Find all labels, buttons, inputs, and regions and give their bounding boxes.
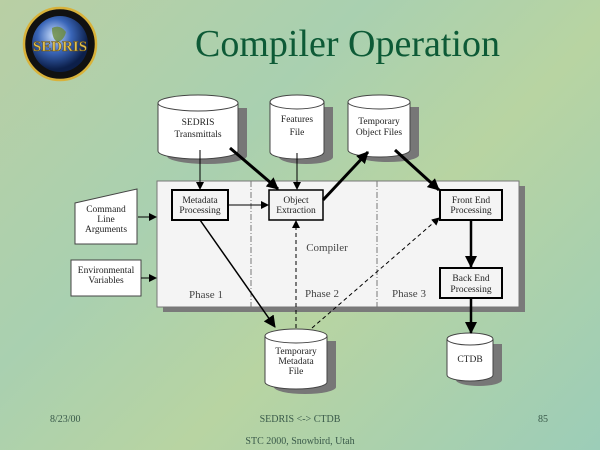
arrow-temp-metadata-to-front-end [311,217,440,329]
arrows [138,146,477,334]
svg-text:Variables: Variables [88,276,124,286]
svg-text:Front End: Front End [452,196,491,206]
svg-text:Line: Line [97,215,114,225]
store-temporary-metadata-file: Temporary Metadata File [264,328,336,394]
svg-text:Processing: Processing [450,206,491,216]
footer-center: SEDRIS <-> CTDB [259,414,341,425]
svg-text:Command: Command [86,205,126,215]
phase-1-label: Phase 1 [189,289,223,301]
logo-text: SEDRIS [33,39,87,55]
process-front-end-processing: Front End Processing [439,189,503,221]
svg-text:File: File [290,128,305,138]
svg-text:Processing: Processing [450,285,491,295]
input-environmental-variables: Environmental Variables [70,259,142,297]
process-metadata-processing: Metadata Processing [171,189,229,221]
sedris-logo: SEDRIS [22,6,98,82]
svg-text:CTDB: CTDB [457,355,482,365]
svg-text:Temporary: Temporary [358,117,400,127]
svg-text:Transmittals: Transmittals [174,130,221,140]
svg-text:SEDRIS: SEDRIS [182,118,215,128]
store-ctdb: CTDB [446,332,502,386]
svg-text:File: File [289,367,304,377]
svg-text:Temporary: Temporary [275,347,317,357]
process-object-extraction: Object Extraction [268,189,324,221]
svg-text:Metadata: Metadata [278,357,314,367]
svg-text:Back End: Back End [452,274,489,284]
footer-page-number: 85 [538,414,548,425]
arrow-metadata-to-temp-metadata [199,219,276,328]
compiler-label: Compiler [306,242,348,254]
footer-event: STC 2000, Snowbird, Utah [245,436,355,447]
svg-text:Metadata: Metadata [182,196,218,206]
arrow-extraction-to-temp-objects [321,150,370,202]
svg-text:Object: Object [283,196,309,206]
footer-date: 8/23/00 [50,414,81,425]
arrow-temp-objects-to-front-end [393,148,441,192]
phase-3-label: Phase 3 [392,288,426,300]
store-temporary-object-files: Temporary Object Files [347,94,419,162]
svg-text:Object Files: Object Files [356,128,402,138]
process-back-end-processing: Back End Processing [439,267,503,299]
svg-text:Environmental: Environmental [78,266,135,276]
svg-text:Processing: Processing [179,206,220,216]
store-sedris-transmittals: SEDRIS Transmittals [157,94,247,164]
svg-text:Extraction: Extraction [276,206,316,216]
slide-title: Compiler Operation [195,23,500,65]
phase-2-label: Phase 2 [305,288,339,300]
arrow-sedris-to-extraction [229,146,279,191]
svg-text:Arguments: Arguments [85,225,127,235]
input-command-line-arguments: Command Line Arguments [74,188,138,245]
svg-text:Features: Features [281,115,313,125]
store-features-file: Features File [269,94,333,164]
